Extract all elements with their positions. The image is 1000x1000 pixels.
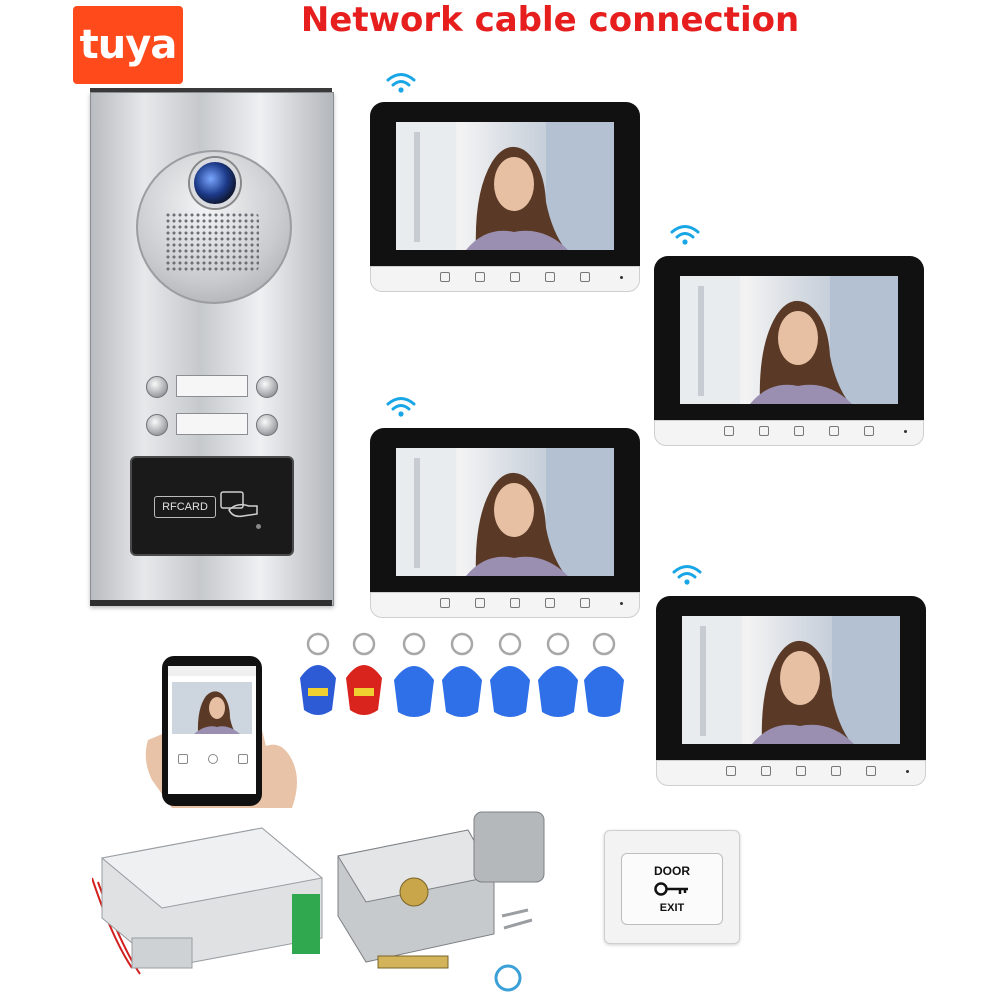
monitor-screen: [680, 276, 898, 404]
monitor-base: [370, 266, 640, 292]
music-key[interactable]: [761, 766, 771, 776]
wifi-icon: [672, 565, 702, 585]
monitor-base: [370, 592, 640, 618]
rfid-reader: [130, 456, 294, 556]
phone-app-screen: [168, 666, 256, 794]
card-hand-icon: [220, 491, 258, 518]
power-key[interactable]: [794, 426, 804, 436]
tuya-logo-text: tuya: [79, 22, 178, 68]
rfid-label: RFCARD: [154, 496, 216, 518]
page-title: Network cable connection: [300, 0, 800, 40]
unlock-key[interactable]: [831, 766, 841, 776]
keyfob-blue: [538, 632, 578, 717]
electric-lock-icon: [337, 811, 545, 992]
power-key[interactable]: [796, 766, 806, 776]
monitor-base: [654, 420, 924, 446]
unlock-key[interactable]: [545, 598, 555, 608]
talk-key[interactable]: [866, 766, 876, 776]
visitor-portrait-image: [396, 448, 614, 576]
keyfob-red-yellow: [346, 632, 382, 715]
wifi-icon: [386, 397, 416, 417]
unlock-key[interactable]: [829, 426, 839, 436]
camera-snapshot-icon[interactable]: [178, 754, 188, 764]
exit-button-top-text: DOOR: [654, 864, 690, 878]
keyfob-blue: [442, 632, 482, 717]
microphone-icon[interactable]: [208, 754, 218, 764]
volume-key[interactable]: [724, 426, 734, 436]
call-button-2[interactable]: [256, 376, 278, 398]
power-indicator: [620, 276, 623, 279]
monitor-keys: [440, 272, 590, 286]
wifi-icon: [670, 225, 700, 245]
speaker-grille: [165, 212, 259, 272]
indoor-monitor-4: [656, 596, 926, 786]
unlock-key[interactable]: [545, 272, 555, 282]
keyfob-blue: [490, 632, 530, 717]
power-supply-icon: [92, 827, 324, 975]
keyfob-blue: [394, 632, 434, 717]
talk-key[interactable]: [580, 272, 590, 282]
indoor-monitor-3: [370, 428, 640, 618]
door-exit-button[interactable]: DOOR EXIT: [604, 830, 740, 944]
smartphone: [162, 656, 262, 806]
volume-key[interactable]: [440, 598, 450, 608]
volume-key[interactable]: [726, 766, 736, 776]
keyfob-blue: [584, 632, 624, 717]
camera-lens-icon: [190, 158, 240, 208]
indoor-monitor-2: [654, 256, 924, 446]
call-button-1[interactable]: [146, 376, 168, 398]
monitor-screen: [396, 448, 614, 576]
app-header-bar: [168, 666, 256, 676]
record-icon[interactable]: [238, 754, 248, 764]
talk-key[interactable]: [580, 598, 590, 608]
exit-button-bottom-text: EXIT: [659, 902, 685, 914]
monitor-screen: [682, 616, 900, 744]
visitor-portrait-image: [680, 276, 898, 404]
visitor-portrait-image: [682, 616, 900, 744]
rfid-led: [256, 524, 261, 529]
keyfob-blue-yellow: [300, 632, 336, 715]
key-icon: [654, 882, 688, 896]
name-tag-2: [176, 413, 248, 435]
power-indicator: [620, 602, 623, 605]
monitor-keys: [726, 766, 876, 780]
music-key[interactable]: [475, 598, 485, 608]
app-video-preview: [172, 682, 252, 734]
indoor-monitor-1: [370, 102, 640, 292]
power-key[interactable]: [510, 272, 520, 282]
monitor-keys: [440, 598, 590, 612]
monitor-base: [656, 760, 926, 786]
volume-key[interactable]: [440, 272, 450, 282]
call-button-3[interactable]: [146, 414, 168, 436]
power-indicator: [904, 430, 907, 433]
door-panel-bottom-cap: [90, 600, 332, 606]
call-button-4[interactable]: [256, 414, 278, 436]
talk-key[interactable]: [864, 426, 874, 436]
wifi-icon: [386, 73, 416, 93]
visitor-portrait-image: [396, 122, 614, 250]
rfid-keyfob-set: [300, 632, 624, 717]
power-indicator: [906, 770, 909, 773]
exit-button-face: DOOR EXIT: [621, 853, 723, 925]
music-key[interactable]: [759, 426, 769, 436]
power-key[interactable]: [510, 598, 520, 608]
monitor-keys: [724, 426, 874, 440]
name-tag-1: [176, 375, 248, 397]
monitor-screen: [396, 122, 614, 250]
tuya-logo: tuya: [73, 6, 183, 84]
app-action-row: [178, 754, 248, 764]
music-key[interactable]: [475, 272, 485, 282]
